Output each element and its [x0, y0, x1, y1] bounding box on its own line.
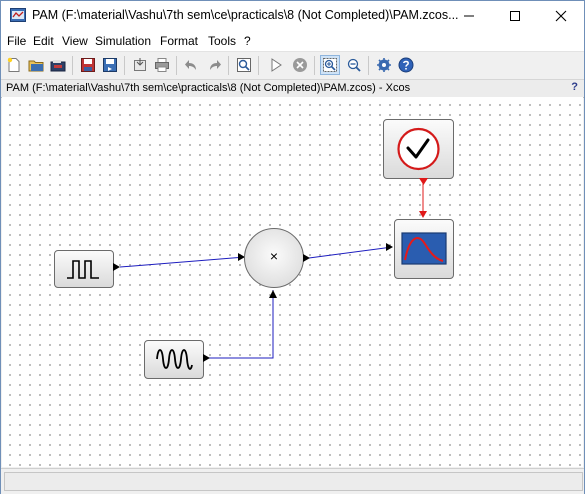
scope-icon — [401, 232, 447, 265]
zoom-out-button[interactable] — [344, 55, 364, 75]
toolbar — [1, 51, 584, 79]
minimize-button[interactable] — [446, 1, 492, 31]
diagram-path: PAM (F:\material\Vashu\7th sem\ce\practi… — [6, 82, 411, 94]
pulse-generator-block[interactable] — [54, 250, 114, 288]
print-icon — [155, 58, 169, 72]
export-icon — [134, 58, 146, 71]
maximize-icon — [510, 11, 520, 21]
links-layer — [119, 181, 427, 359]
help-button[interactable] — [396, 55, 416, 75]
xcos-app-icon — [10, 8, 26, 22]
setup-button[interactable] — [374, 55, 394, 75]
product-input1-arrow — [238, 253, 245, 261]
open-folder-icon — [50, 60, 66, 72]
help-icon — [398, 57, 414, 73]
multiply-symbol: × — [269, 248, 279, 264]
menu-view[interactable]: View — [62, 34, 88, 48]
save-button[interactable] — [78, 55, 98, 75]
save-icon — [81, 58, 95, 72]
toolbar-separator — [368, 56, 369, 75]
new-diagram-button[interactable] — [4, 55, 24, 75]
menu-help[interactable]: ? — [244, 34, 251, 48]
start-icon — [271, 58, 282, 72]
scope-block[interactable] — [394, 219, 454, 279]
zoom-in-button[interactable] — [320, 55, 340, 75]
close-icon — [555, 10, 567, 22]
menu-format[interactable]: Format — [160, 34, 199, 48]
undo-icon — [185, 60, 196, 70]
zoom-out-icon — [347, 58, 361, 72]
diagram-canvas[interactable]: × — [2, 97, 583, 467]
status-bar — [1, 468, 584, 494]
title-bar: PAM (F:\material\Vashu\7th sem\ce\practi… — [1, 1, 584, 31]
menu-simulation[interactable]: Simulation — [95, 34, 152, 48]
stop-simulation-button[interactable] — [290, 55, 310, 75]
sine-generator-block[interactable] — [144, 340, 204, 379]
window-title: PAM (F:\material\Vashu\7th sem\ce\practi… — [32, 8, 459, 22]
context-help[interactable]: ? — [571, 81, 578, 93]
save-as-button[interactable] — [100, 55, 120, 75]
fit-diagram-button[interactable] — [234, 55, 254, 75]
pulse-train-icon — [67, 260, 99, 279]
open-icon — [28, 60, 44, 72]
toolbar-separator — [314, 56, 315, 75]
save-as-icon — [103, 58, 117, 72]
zoom-in-icon — [323, 58, 337, 72]
toolbar-separator — [228, 56, 229, 75]
toolbar-separator — [124, 56, 125, 75]
status-message-field — [4, 472, 583, 491]
export-button[interactable] — [130, 55, 150, 75]
clock-icon — [397, 127, 440, 171]
menu-bar: File Edit View Simulation Format Tools ? — [1, 31, 584, 51]
stop-icon — [293, 58, 307, 72]
new-icon — [7, 57, 20, 72]
scope-event-arrow — [419, 211, 427, 218]
fit-view-icon — [237, 58, 251, 72]
open-button[interactable] — [26, 55, 46, 75]
sine-wave-icon — [156, 349, 193, 370]
product-output-port — [303, 254, 310, 262]
menu-tools[interactable]: Tools — [208, 34, 237, 48]
minimize-icon — [464, 15, 474, 17]
menu-edit[interactable]: Edit — [33, 34, 54, 48]
sine-to-product-link[interactable] — [208, 290, 274, 359]
start-simulation-button[interactable] — [266, 55, 286, 75]
toolbar-separator — [72, 56, 73, 75]
print-button[interactable] — [152, 55, 172, 75]
toolbar-separator — [258, 56, 259, 75]
maximize-button[interactable] — [492, 1, 538, 31]
product-to-scope-link[interactable] — [308, 246, 393, 259]
undo-button[interactable] — [182, 55, 202, 75]
clock-block[interactable] — [383, 119, 454, 179]
close-button[interactable] — [538, 1, 584, 31]
open-in-folder-button[interactable] — [48, 55, 68, 75]
pulse-output-port — [113, 263, 120, 271]
product-input2-arrow — [269, 290, 277, 298]
sine-output-port — [203, 354, 210, 362]
clock-event-output-port — [419, 178, 428, 185]
scope-input-arrow — [386, 243, 393, 251]
menu-file[interactable]: File — [7, 34, 27, 48]
toolbar-separator — [176, 56, 177, 75]
diagram-path-bar: PAM (F:\material\Vashu\7th sem\ce\practi… — [1, 79, 584, 98]
redo-icon — [210, 60, 221, 70]
pulse-to-product-link[interactable] — [119, 256, 246, 268]
redo-button[interactable] — [204, 55, 224, 75]
setup-icon — [377, 58, 391, 72]
product-block[interactable]: × — [244, 228, 304, 288]
